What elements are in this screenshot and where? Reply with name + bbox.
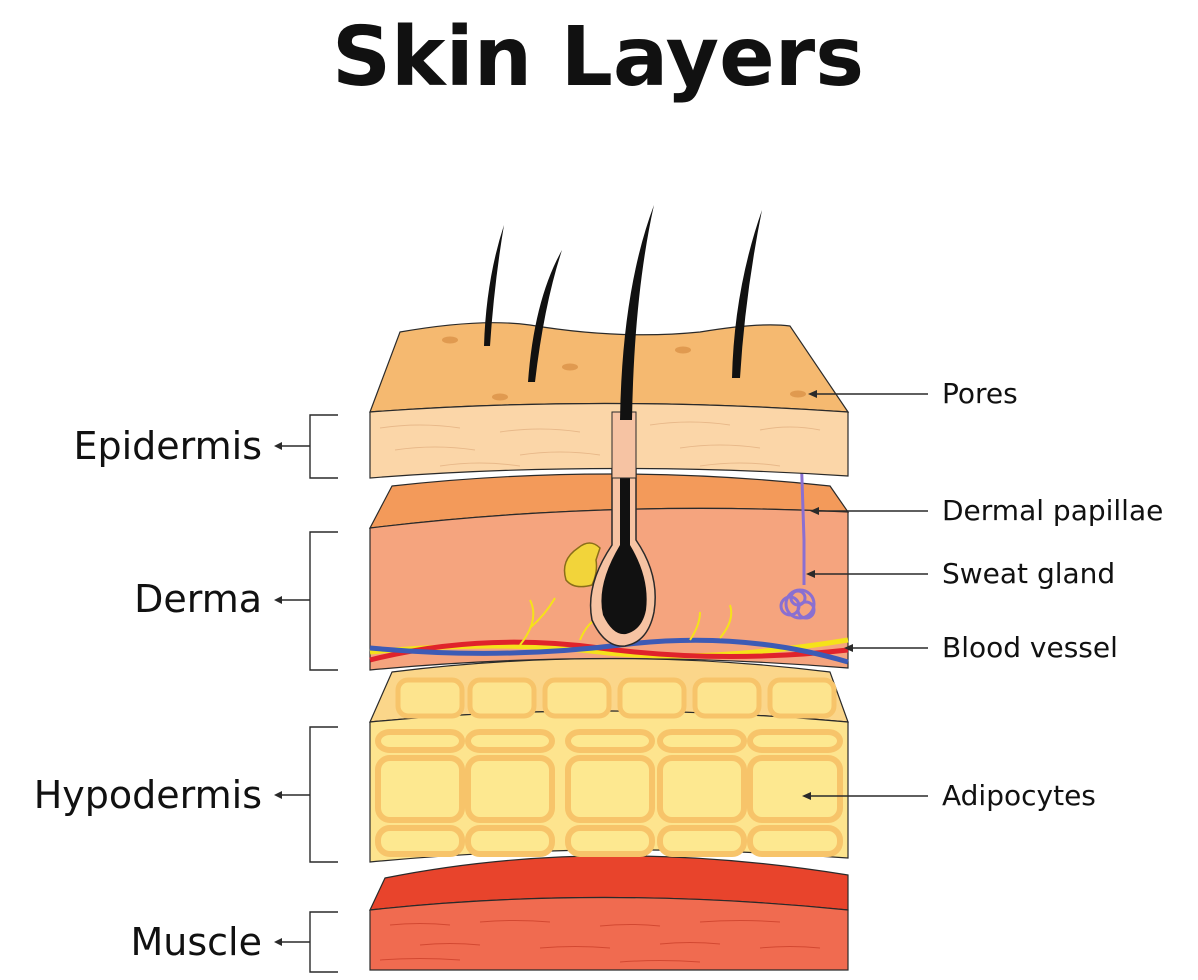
sweat-gland-label: Sweat gland (942, 557, 1115, 590)
adipocyte (657, 729, 747, 753)
epidermis-top (369, 322, 850, 413)
pore (562, 363, 578, 371)
adipocyte (747, 825, 843, 857)
pore (675, 346, 691, 354)
dermal-papillae-label: Dermal papillae (942, 494, 1163, 527)
sweat-gland-callout: Sweat gland (806, 557, 1115, 590)
adipocyte (692, 677, 762, 719)
adipocytes-label: Adipocytes (942, 779, 1096, 812)
hair-strand (732, 210, 762, 378)
adipocyte (565, 825, 655, 857)
adipocyte (747, 755, 843, 823)
hairs (484, 205, 762, 420)
sweat-gland-coil (779, 588, 816, 620)
nerve-branches (519, 597, 733, 646)
hair-shaft-opening (611, 411, 637, 479)
hair-strand (528, 250, 562, 382)
derma-label: Derma (134, 577, 262, 621)
sebaceous-gland (563, 542, 601, 588)
adipocyte (465, 755, 555, 823)
muscle-label: Muscle (131, 920, 263, 964)
hair-strand (484, 225, 504, 346)
derma-callout: Derma (134, 531, 338, 671)
adipocyte (375, 825, 465, 857)
adipocyte (375, 755, 465, 823)
adipocyte (657, 755, 747, 823)
muscle-fibers (379, 920, 821, 963)
muscle-callout: Muscle (131, 911, 338, 973)
muscle-side (369, 896, 849, 971)
adipocyte (542, 677, 612, 719)
epidermis-label: Epidermis (73, 424, 262, 468)
blood-vessel-callout: Blood vessel (844, 631, 1118, 664)
pores (442, 336, 806, 401)
adipocyte (657, 825, 747, 857)
adipocyte (747, 729, 843, 753)
hypodermis-callout: Hypodermis (34, 726, 338, 863)
adipocytes-callout: Adipocytes (802, 779, 1096, 812)
diagram-title: Skin Layers (332, 10, 864, 105)
epidermis-layer (369, 322, 850, 479)
hypodermis-layer (369, 657, 849, 863)
epidermis-texture (379, 421, 821, 467)
pores-label: Pores (942, 377, 1018, 410)
adipocyte (767, 677, 837, 719)
blood-vessel-label: Blood vessel (942, 631, 1118, 664)
right-labels: Pores Dermal papillae Sweat gland Blood … (802, 377, 1163, 812)
epidermis-callout: Epidermis (73, 414, 338, 479)
adipocyte (375, 729, 465, 753)
pore (442, 336, 458, 344)
hair-strand (620, 205, 654, 420)
adipocyte (565, 755, 655, 823)
pore (492, 393, 508, 401)
hypodermis-label: Hypodermis (34, 773, 262, 817)
adipocyte (465, 825, 555, 857)
left-labels: Epidermis Derma Hypodermis Muscle (34, 414, 338, 973)
dermal-papillae-callout: Dermal papillae (810, 494, 1163, 527)
muscle-layer (369, 855, 849, 971)
adipocyte (465, 729, 555, 753)
adipocyte-cells (375, 677, 843, 857)
adipocyte (565, 729, 655, 753)
adipocyte (395, 677, 465, 719)
pores-callout: Pores (808, 377, 1018, 410)
epidermis-side (369, 402, 849, 479)
adipocyte (467, 677, 537, 719)
pore (790, 390, 806, 398)
adipocyte (617, 677, 687, 719)
